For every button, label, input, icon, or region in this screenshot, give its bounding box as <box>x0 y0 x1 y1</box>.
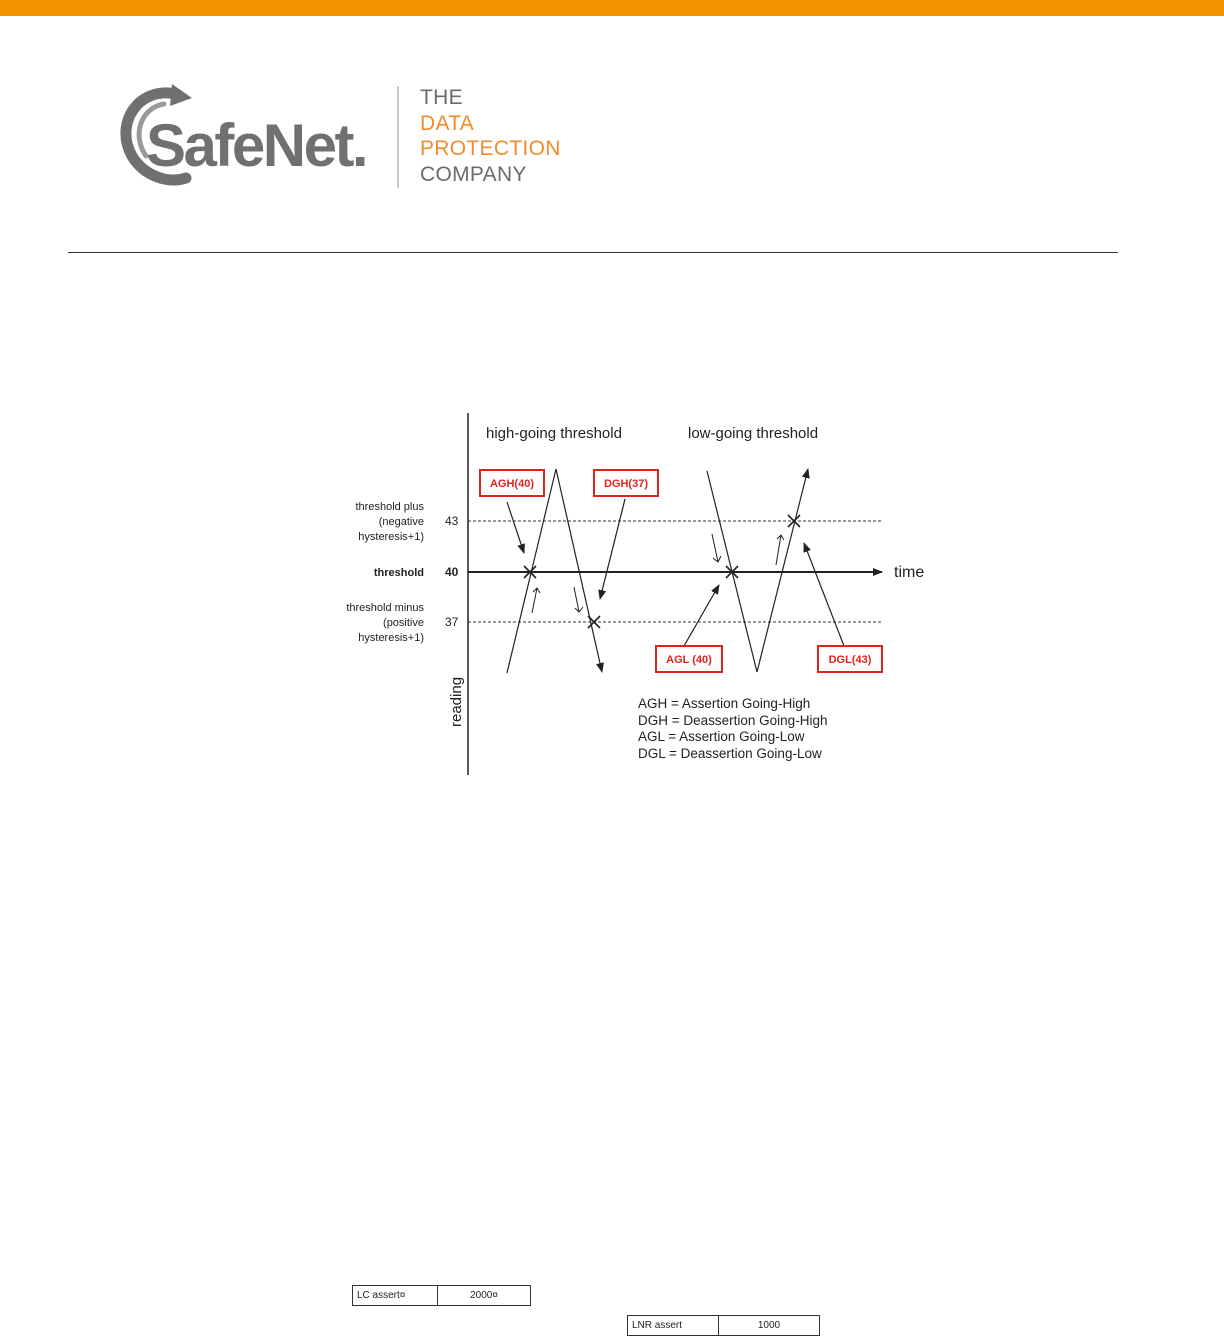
y-axis-label: reading <box>448 677 465 727</box>
level-43-label-line-1: threshold plus <box>356 501 425 513</box>
level-37-value: 37 <box>445 615 459 629</box>
dgh-label: DGH(37) <box>604 478 648 490</box>
safenet-logo: SafeNet. <box>120 84 369 186</box>
top-accent-bar <box>0 0 1224 16</box>
reading-traces <box>506 468 810 674</box>
legend-line-2: DGH = Deassertion Going-High <box>638 713 827 728</box>
lc-assert-label: LC assert¤ <box>352 1285 438 1306</box>
tagline-line-4: COMPANY <box>420 162 527 186</box>
direction-arrows <box>531 533 785 614</box>
crossing-markers <box>523 514 801 629</box>
dgh-box <box>593 469 659 497</box>
table-row: LC assert¤ 2000¤ <box>352 1285 531 1306</box>
dgl-box <box>817 645 883 673</box>
up-arrow-2 <box>775 534 785 566</box>
header-rule <box>68 252 1118 253</box>
dgh-callout-arrow <box>598 498 626 600</box>
logo-divider <box>397 86 399 188</box>
level-40-label: threshold <box>374 567 424 579</box>
agl-box <box>655 645 723 673</box>
legend-line-4: DGL = Deassertion Going-Low <box>638 746 822 761</box>
event-boxes: AGH(40) DGH(37) AGL (40) DGL(43) <box>479 469 883 673</box>
x-axis-label: time <box>894 564 924 581</box>
level-43-label-line-3: hysteresis+1) <box>358 531 424 543</box>
dgl-label: DGL(43) <box>829 654 872 666</box>
lc-assert-value: 2000¤ <box>437 1285 531 1306</box>
agl-callout-arrow <box>683 584 720 647</box>
level-labels: threshold plus (negative hysteresis+1) t… <box>346 501 424 644</box>
cross-agh <box>523 565 537 579</box>
down-arrow-2 <box>711 533 722 563</box>
high-going-trace <box>506 468 604 674</box>
lnr-assert-label: LNR assert <box>627 1315 719 1336</box>
hysteresis-diagram: high-going threshold low-going threshold… <box>346 413 924 775</box>
agl-label: AGL (40) <box>666 654 712 666</box>
down-arrow-1 <box>573 586 584 613</box>
legend: AGH = Assertion Going-High DGH = Deasser… <box>638 696 827 761</box>
level-43-label-line-2: (negative <box>379 516 424 528</box>
level-40-value: 40 <box>445 565 459 579</box>
cross-agl <box>725 565 739 579</box>
lnr-assert-value: 1000 <box>718 1315 820 1336</box>
cross-dgh <box>587 615 601 629</box>
title-low-going: low-going threshold <box>688 425 818 442</box>
cross-dgl <box>787 514 801 528</box>
level-43-value: 43 <box>445 514 459 528</box>
table-row: LNR assert 1000 <box>627 1315 820 1336</box>
callout-arrows <box>506 498 845 647</box>
tagline: THE DATA PROTECTION COMPANY <box>420 85 561 187</box>
level-37-label-line-3: hysteresis+1) <box>358 632 424 644</box>
tagline-line-1: THE <box>420 86 463 109</box>
dgl-callout-arrow <box>803 542 845 647</box>
up-arrow-1 <box>531 587 541 614</box>
lc-assert-table: LC assert¤ 2000¤ <box>352 1285 531 1306</box>
logo-wordmark: SafeNet. <box>146 112 366 179</box>
legend-line-1: AGH = Assertion Going-High <box>638 696 810 711</box>
tagline-line-3: PROTECTION <box>420 137 561 160</box>
level-37-label-line-1: threshold minus <box>346 602 424 614</box>
logo-swirl-icon <box>120 84 192 186</box>
low-going-trace <box>706 468 810 673</box>
level-values: 43 40 37 <box>445 514 459 629</box>
lnr-assert-table: LNR assert 1000 <box>627 1315 820 1336</box>
tagline-line-2: DATA <box>420 111 475 135</box>
agh-callout-arrow <box>506 501 525 554</box>
level-37-label-line-2: (positive <box>383 617 424 629</box>
legend-line-3: AGL = Assertion Going-Low <box>638 729 805 744</box>
agh-box <box>479 469 545 497</box>
agh-label: AGH(40) <box>490 478 534 490</box>
title-high-going: high-going threshold <box>486 425 622 442</box>
